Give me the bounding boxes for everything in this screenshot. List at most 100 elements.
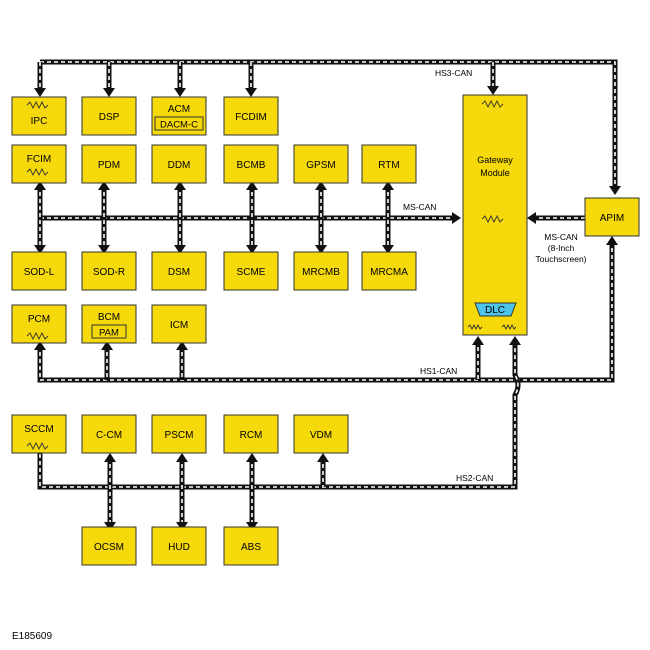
- module-boxes: IPC DSP ACM DACM-C FCDIM FCIM PDM DDM BCMB GPSM RT…: [11, 96, 640, 566]
- ocsm-box: [81, 526, 137, 566]
- mrcma-label: MRCMA: [370, 267, 408, 278]
- pdm-module: PDM: [81, 144, 137, 184]
- sod-r-label: SOD-R: [93, 267, 125, 278]
- pscm-box: [151, 414, 207, 454]
- ms-can-label: MS-CAN: [403, 202, 437, 212]
- c-cm-label: C-CM: [96, 430, 122, 441]
- apim-label: APIM: [600, 213, 624, 224]
- dlc-label: DLC: [485, 305, 505, 316]
- gateway-resistor-right-icon: [501, 323, 517, 331]
- hud-label: HUD: [168, 542, 190, 553]
- dsp-box: [81, 96, 137, 136]
- pcm-resistor-icon: [26, 331, 49, 341]
- rcm-module: RCM: [223, 414, 279, 454]
- dsp-module: DSP: [81, 96, 137, 136]
- gpsm-module: GPSM: [293, 144, 349, 184]
- pcm-box: [11, 304, 67, 344]
- hs1-can-bus: [37, 240, 615, 383]
- fcim-box: [11, 144, 67, 184]
- pscm-module: PSCM: [151, 414, 207, 454]
- ocsm-module: OCSM: [81, 526, 137, 566]
- hs2-can-bus: [37, 340, 521, 527]
- icm-label: ICM: [170, 320, 188, 331]
- pam-box: [91, 324, 127, 339]
- gateway-resistor-top-icon: [481, 99, 504, 109]
- vdm-label: VDM: [310, 430, 332, 441]
- dsm-box: [151, 251, 207, 291]
- c-cm-box: [81, 414, 137, 454]
- mrcmb-label: MRCMB: [302, 267, 340, 278]
- pscm-label: PSCM: [165, 430, 194, 441]
- bcmb-label: BCMB: [237, 160, 266, 171]
- ms-can-apim-label-line2: (8-Inch: [548, 243, 575, 253]
- gateway-label-line1: Gateway: [477, 155, 513, 165]
- figure-id: E185609: [12, 631, 52, 642]
- bcm-module: BCM PAM: [81, 304, 137, 344]
- hs2-can-label: HS2-CAN: [456, 473, 493, 483]
- dsm-module: DSM: [151, 251, 207, 291]
- apim-module: APIM: [584, 197, 640, 237]
- hs3-can-label: HS3-CAN: [435, 68, 472, 78]
- ipc-resistor-icon: [26, 100, 49, 110]
- acm-module: ACM DACM-C: [151, 96, 207, 136]
- hud-box: [151, 526, 207, 566]
- mrcma-box: [361, 251, 417, 291]
- dsm-label: DSM: [168, 267, 190, 278]
- acm-label: ACM: [168, 104, 190, 115]
- pdm-box: [81, 144, 137, 184]
- fcdim-label: FCDIM: [235, 112, 267, 123]
- icm-module: ICM: [151, 304, 207, 344]
- bcm-label: BCM: [98, 312, 120, 323]
- fcim-resistor-icon: [26, 167, 49, 177]
- ddm-box: [151, 144, 207, 184]
- ms-can-apim-label-line1: MS-CAN: [544, 232, 578, 242]
- dlc-connector-icon: [474, 302, 517, 317]
- dacm-c-label: DACM-C: [160, 120, 198, 131]
- fcim-label: FCIM: [27, 154, 51, 165]
- apim-box: [584, 197, 640, 237]
- mrcma-module: MRCMA: [361, 251, 417, 291]
- pdm-label: PDM: [98, 160, 120, 171]
- sccm-box: [11, 414, 67, 454]
- sccm-label: SCCM: [24, 424, 53, 435]
- sod-r-box: [81, 251, 137, 291]
- sod-l-module: SOD-L: [11, 251, 67, 291]
- pcm-label: PCM: [28, 314, 50, 325]
- gpsm-label: GPSM: [306, 160, 335, 171]
- bcmb-module: BCMB: [223, 144, 279, 184]
- ipc-label: IPC: [31, 116, 48, 127]
- icm-box: [151, 304, 207, 344]
- pam-label: PAM: [99, 328, 119, 339]
- rtm-box: [361, 144, 417, 184]
- bcmb-box: [223, 144, 279, 184]
- rtm-module: RTM: [361, 144, 417, 184]
- ms-can-apim-label-line3: Touchscreen): [535, 254, 586, 264]
- rtm-label: RTM: [378, 160, 399, 171]
- gateway-resistor-mid-icon: [481, 214, 504, 224]
- rcm-label: RCM: [240, 430, 263, 441]
- sod-l-box: [11, 251, 67, 291]
- dacm-c-box: [154, 116, 204, 131]
- arrowheads: [34, 86, 621, 531]
- scme-box: [223, 251, 279, 291]
- ddm-module: DDM: [151, 144, 207, 184]
- ocsm-label: OCSM: [94, 542, 124, 553]
- vdm-module: VDM: [293, 414, 349, 454]
- hud-module: HUD: [151, 526, 207, 566]
- fcim-module: FCIM: [11, 144, 67, 184]
- pcm-module: PCM: [11, 304, 67, 344]
- ipc-box: [11, 96, 67, 136]
- mrcmb-module: MRCMB: [293, 251, 349, 291]
- sod-l-label: SOD-L: [24, 267, 55, 278]
- fcdim-box: [223, 96, 279, 136]
- scme-module: SCME: [223, 251, 279, 291]
- fcdim-module: FCDIM: [223, 96, 279, 136]
- sod-r-module: SOD-R: [81, 251, 137, 291]
- gateway-resistor-left-icon: [467, 323, 483, 331]
- c-cm-module: C-CM: [81, 414, 137, 454]
- ipc-module: IPC: [11, 96, 67, 136]
- abs-label: ABS: [241, 542, 261, 553]
- dsp-label: DSP: [99, 112, 120, 123]
